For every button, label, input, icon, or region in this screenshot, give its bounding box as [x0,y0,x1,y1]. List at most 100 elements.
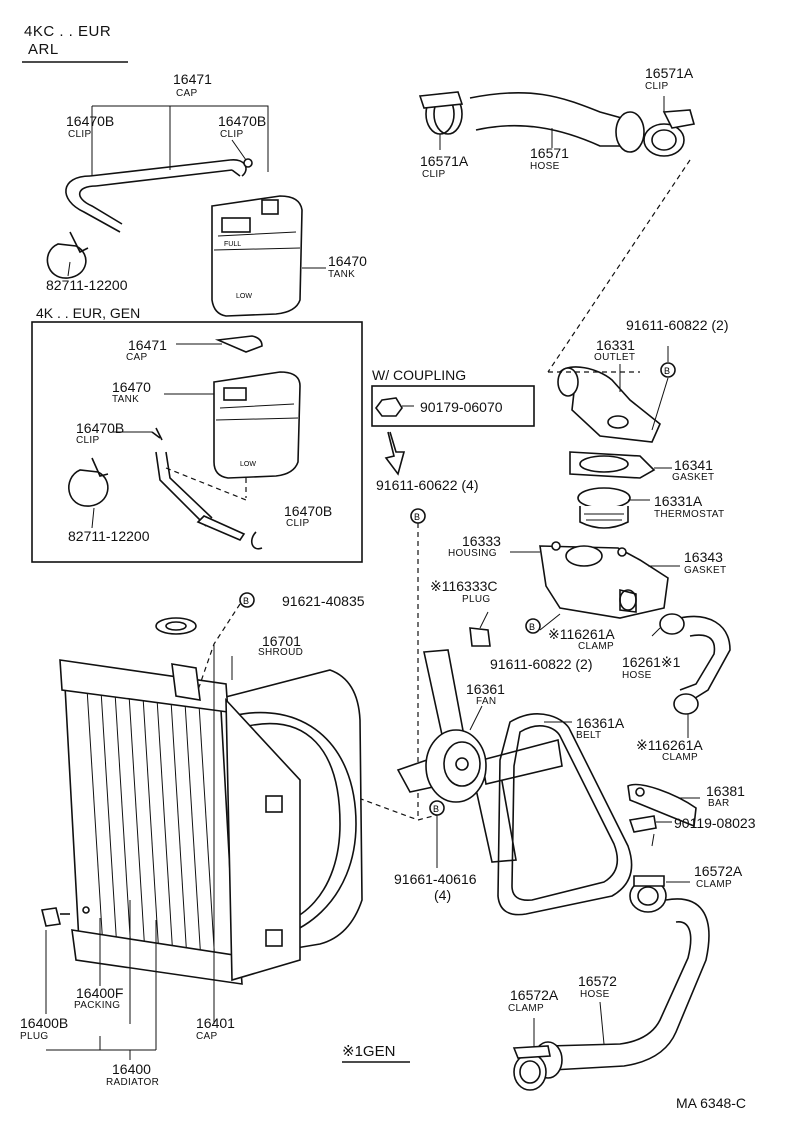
lower-hose-name: HOSE [580,989,610,1000]
box-cap-name: CAP [126,352,148,363]
header-line1: 4KC . . EUR [24,23,112,40]
bar-number: 16381 [706,783,745,799]
top-tank-number: 16470 [328,253,367,269]
clamp-a-name: CLAMP [578,641,614,652]
hose-clip-a-name: CLIP [422,169,446,180]
radiator-assembly [41,603,363,1060]
legend-mark: ※1 [342,1043,363,1060]
top-cap-name: CAP [176,88,198,99]
fan-bolt-quantity: (4) [434,887,452,903]
box-cap-number: 16471 [128,337,167,353]
gasket-name: GASKET [672,472,715,483]
bolt-91611-number: 91611-60622 (4) [376,477,479,493]
box-clip-a-name: CLIP [76,435,100,446]
svg-text:FULL: FULL [224,241,241,248]
fan-belt-group: B B [341,508,633,916]
top-tank-name: TANK [328,269,356,280]
gasket-number: 16341 [674,457,713,473]
drain-plug-name: PLUG [20,1031,49,1042]
outlet-bolt-number: 91611-60822 (2) [626,317,729,333]
svg-text:LOW: LOW [240,461,256,468]
svg-text:LOW: LOW [236,293,252,300]
housing-bolt-number: 91611-60822 (2) [490,656,593,672]
legend-text: GEN [362,1043,396,1060]
hose-clip-b-number: 16571A [645,65,694,81]
box-clamp-number: 82711-12200 [68,528,150,544]
bolt-marker-radiator: B [243,596,249,606]
outlet-number: 16331 [596,337,635,353]
outlet-name: OUTLET [594,352,636,363]
box-clip-a-number: 16470B [76,420,125,436]
fan-number: 16361 [466,681,505,697]
clamp-a-number: ※116261A [548,626,615,642]
hose-clip-a-number: 16571A [420,153,469,169]
box-tank-number: 16470 [112,379,151,395]
upper-hose [418,91,696,373]
top-clamp-number: 82711-12200 [46,277,128,293]
top-clip-a-name: CLIP [68,129,92,140]
lower-clamp-a-number: 16572A [510,987,559,1003]
radiator-number: 16400 [112,1061,151,1077]
radiator-bolt-number: 91621-40835 [282,593,365,609]
upper-hose-name: HOSE [530,161,560,172]
bolt-marker-fan: B [414,512,420,522]
thermostat-number: 16331A [654,493,703,509]
shroud-name: SHROUD [258,647,304,658]
upper-hose-number: 16571 [530,145,569,161]
clamp-b-name: CLAMP [662,752,698,763]
variant-box [31,321,363,563]
bolt-marker-outlet: B [664,366,670,376]
box-clip-b-number: 16470B [284,503,333,519]
top-clip-b-number: 16470B [218,113,267,129]
top-clip-a-number: 16470B [66,113,115,129]
bypass-hose [651,613,731,738]
packing-number: 16400F [76,985,124,1001]
housing-name: HOUSING [448,548,497,559]
legend: ※1GEN [342,1044,395,1059]
thermostat-assembly: B B [469,346,680,647]
bolt-marker-housing: B [529,622,535,632]
lower-hose [512,875,710,1091]
bar-name: BAR [708,798,730,809]
radiator-name: RADIATOR [106,1077,160,1088]
housing-number: 16333 [462,533,501,549]
lower-clamp-a-name: CLAMP [508,1003,544,1014]
belt-name: BELT [576,730,602,741]
adjusting-bar [627,783,700,847]
lower-hose-number: 16572 [578,973,617,989]
bypass-hose-name: HOSE [622,670,652,681]
lower-clamp-b-number: 16572A [694,863,743,879]
coupling-part-number: 90179-06070 [420,399,503,415]
reserve-tank-top: LOW FULL [46,105,326,317]
reserve-tank-box: LOW [68,335,301,550]
coupling-box [371,385,535,427]
radiator-cap-number: 16401 [196,1015,235,1031]
top-cap-number: 16471 [173,71,212,87]
housing-gasket-name: GASKET [684,565,727,576]
packing-name: PACKING [74,1000,121,1011]
housing-gasket-number: 16343 [684,549,723,565]
fan-name: FAN [476,696,497,707]
belt-number: 16361A [576,715,625,731]
bar-bolt-number: 90119-08023 [674,815,756,831]
plug-name: PLUG [462,594,491,605]
top-clip-b-name: CLIP [220,129,244,140]
diagram-code: MA 6348-C [676,1095,747,1111]
lower-clamp-b-name: CLAMP [696,879,732,890]
plug-number: ※116333C [430,578,498,594]
bypass-hose-number: 16261※1 [622,654,681,670]
hose-clip-b-name: CLIP [645,81,669,92]
clamp-b-number: ※116261A [636,737,703,753]
box-clip-b-name: CLIP [286,518,310,529]
variant-box-title: 4K . . EUR, GEN [36,305,141,321]
thermostat-name: THERMOSTAT [654,509,725,520]
coupling-title: W/ COUPLING [372,367,467,383]
bolt-marker-fan-b: B [433,804,439,814]
drain-plug-number: 16400B [20,1015,69,1031]
fan-bolt-number: 91661-40616 [394,871,477,887]
radiator-cap-name: CAP [196,1031,218,1042]
header-line2: ARL [28,41,59,58]
box-tank-name: TANK [112,394,140,405]
